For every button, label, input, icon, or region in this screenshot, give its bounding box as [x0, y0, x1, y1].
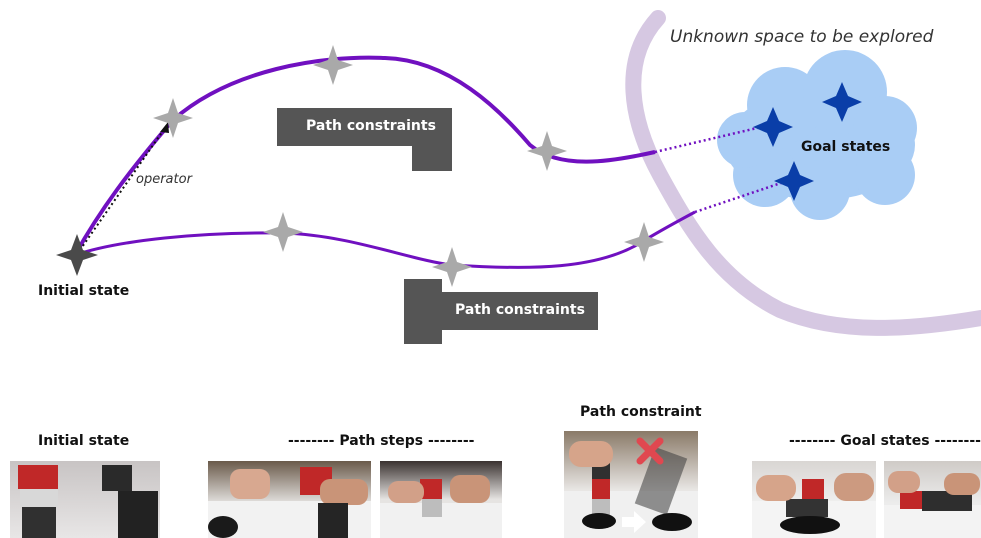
goal-states-label: Goal states	[801, 139, 891, 155]
unknown-space-label: Unknown space to be explored	[670, 27, 934, 47]
operator-label: operator	[136, 172, 192, 187]
photo-path-constraint	[564, 431, 698, 538]
initial-state-label: Initial state	[38, 283, 130, 299]
strip-path-steps-label: -------- Path steps --------	[288, 433, 475, 449]
lower-path-dotted	[694, 178, 791, 214]
cross-icon	[636, 437, 664, 465]
strip-path-constraint-label: Path constraint	[580, 404, 702, 420]
goal-star-icon	[822, 82, 862, 122]
waypoint-star-icon	[153, 98, 193, 138]
photo-path-step-1	[208, 461, 371, 538]
arrow-right-icon	[622, 511, 646, 533]
waypoint-star-icon	[313, 45, 353, 85]
path-constraints-bottom-label: Path constraints	[455, 302, 585, 318]
strip-initial-state-label: Initial state	[38, 433, 130, 449]
constraint-box-top-shape	[277, 108, 452, 171]
constraint-box-bottom-shape	[404, 279, 598, 344]
waypoint-star-icon	[527, 131, 567, 171]
photo-goal-state-2	[884, 461, 981, 538]
waypoint-star-icon	[624, 222, 664, 262]
operator-arrowhead	[160, 122, 169, 133]
path-constraints-top-label: Path constraints	[306, 118, 436, 134]
photo-goal-state-1	[752, 461, 876, 538]
upper-path	[73, 55, 656, 256]
strip-goal-states-label: -------- Goal states --------	[789, 433, 981, 449]
photo-initial-state	[10, 461, 160, 538]
goal-cloud	[717, 50, 917, 220]
waypoint-star-icon	[432, 247, 472, 287]
goal-star-icon	[753, 107, 793, 147]
photo-path-step-2	[380, 461, 502, 538]
goal-star-icon	[774, 161, 814, 201]
operator-arrow	[79, 127, 166, 251]
lower-path	[74, 210, 696, 269]
waypoint-star-icon	[263, 212, 303, 252]
unknown-space-boundary	[625, 10, 981, 336]
initial-state-star-icon	[56, 234, 98, 276]
